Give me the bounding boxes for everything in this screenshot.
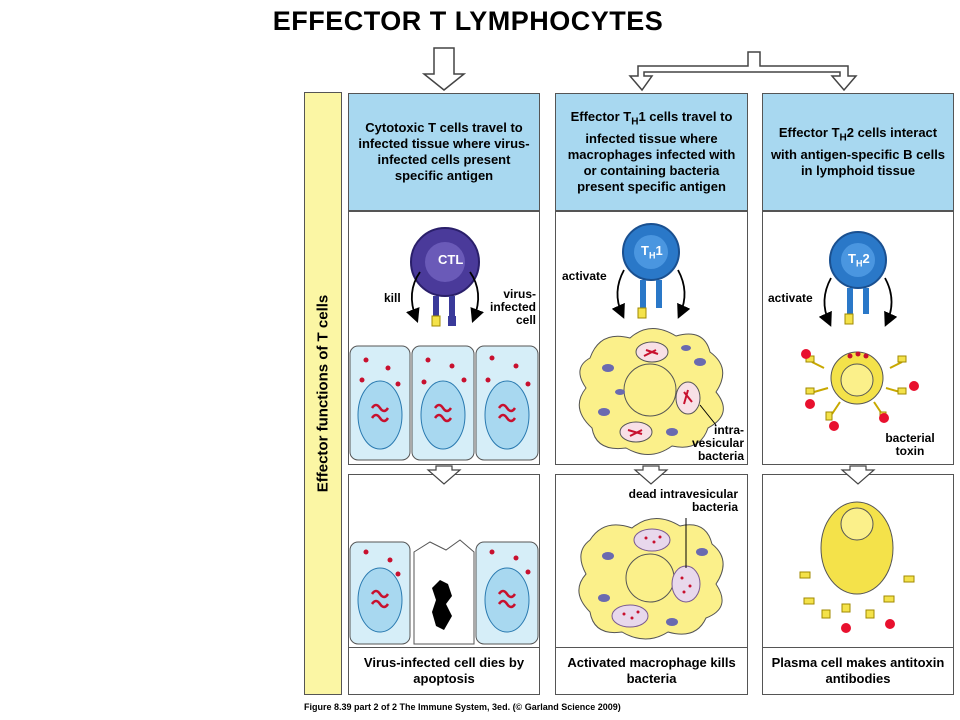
down-arrow-ctl xyxy=(421,47,467,91)
ctl-cell-label: CTL xyxy=(438,252,464,267)
virus-infected-label: virus-infected cell xyxy=(489,287,536,327)
sidebar-panel xyxy=(304,92,342,695)
apoptotic-nucleus xyxy=(432,580,452,630)
th2-activate-label: activate xyxy=(768,291,813,305)
th2-cell xyxy=(829,231,887,325)
footer-th1: Activated macrophage kills bacteria xyxy=(555,648,748,695)
arrow-ctl-mid xyxy=(426,465,462,485)
macrophage-top xyxy=(578,328,724,455)
epithelial-cells-bottom xyxy=(349,539,539,645)
th1-cell-label: TH1 xyxy=(641,243,663,261)
epithelial-cells-top xyxy=(349,345,539,461)
dead-bacteria-label: dead intravesicular bacteria xyxy=(628,487,738,514)
arrow-th1-mid xyxy=(633,465,669,485)
bacterial-toxin-label: bacterial toxin xyxy=(885,431,935,458)
footer-th2: Plasma cell makes antitoxin antibodies xyxy=(762,648,954,695)
figure-caption: Figure 8.39 part 2 of 2 The Immune Syste… xyxy=(304,702,621,712)
b-cell xyxy=(801,349,919,431)
kill-arrow xyxy=(406,271,421,324)
intravesicular-bacteria-label: intra-vesicular bacteria xyxy=(691,423,744,463)
macrophage-bottom xyxy=(578,518,724,640)
column-header-ctl: Cytotoxic T cells travel to infected tis… xyxy=(348,93,540,211)
split-arrow-th xyxy=(628,51,858,92)
th1-header-text: Effector TH1 cells travel to infected ti… xyxy=(567,109,736,194)
plasma-cell xyxy=(799,501,915,633)
ctl-right-arrow xyxy=(469,271,484,324)
column-header-th1: Effector TH1 cells travel to infected ti… xyxy=(555,93,748,211)
arrow-th2-mid xyxy=(840,465,876,485)
kill-label: kill xyxy=(384,291,401,305)
column-header-th2: Effector TH2 cells interact with antigen… xyxy=(762,93,954,211)
th2-cell-label: TH2 xyxy=(848,251,870,269)
ctl-cell xyxy=(410,227,480,327)
th1-activate-label: activate xyxy=(562,269,607,283)
footer-ctl: Virus-infected cell dies by apoptosis xyxy=(348,648,540,695)
th2-header-text: Effector TH2 cells interact with antigen… xyxy=(770,125,946,178)
th1-cell xyxy=(622,223,680,319)
page-title: EFFECTOR T LYMPHOCYTES xyxy=(272,6,664,36)
